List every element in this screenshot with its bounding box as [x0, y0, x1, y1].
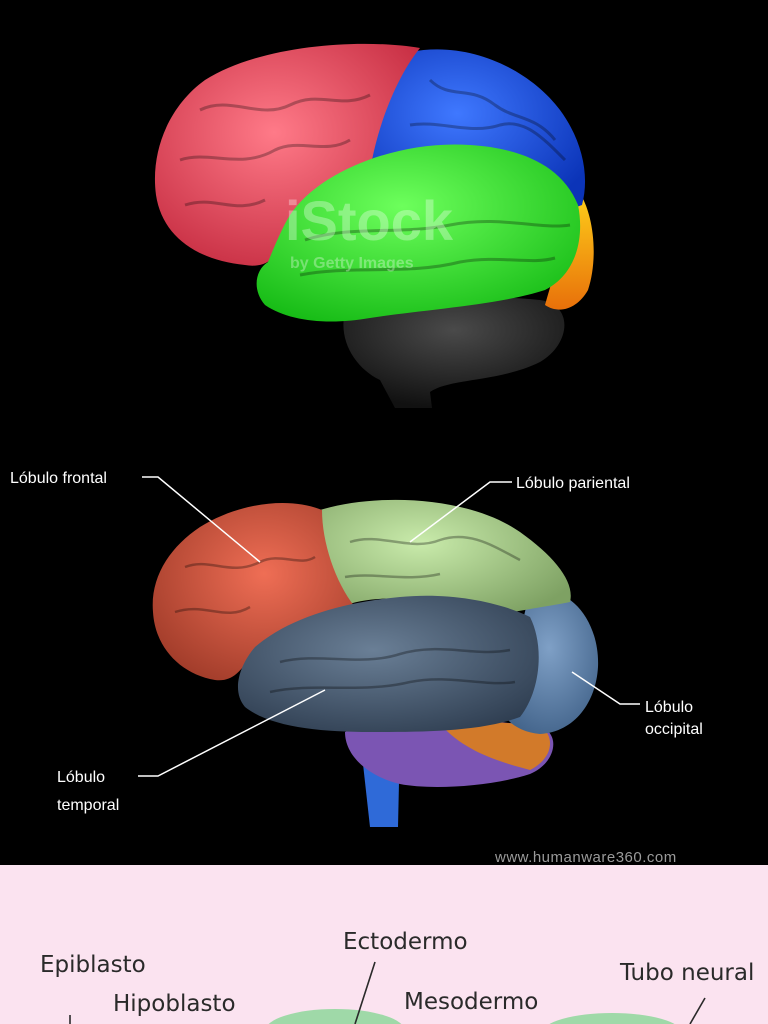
label-tubo-neural: Tubo neural	[619, 960, 754, 986]
label-temporal-lobe-line1: Lóbulo	[57, 769, 105, 786]
label-epiblasto: Epiblasto	[40, 952, 146, 978]
cerebellum-orange-band	[440, 722, 550, 770]
label-ectodermo: Ectodermo	[343, 929, 468, 955]
colored-brain-illustration: iStock by Getty Images	[154, 43, 594, 408]
frontal-lobe-shape	[154, 43, 421, 266]
brain-gyri-lines	[174, 535, 521, 694]
label-pointer-lines	[69, 961, 706, 1024]
embryonic-layers-diagram: Epiblasto Hipoblasto Ectodermo Mesodermo…	[40, 929, 754, 1024]
label-frontal-lobe: Lóbulo frontal	[10, 470, 107, 487]
brain-lobes-labeled-panel: Lóbulo frontal Lóbulo pariental Lóbulo o…	[0, 432, 768, 865]
watermark-subtext: by Getty Images	[290, 255, 414, 272]
brain-sulci-lines	[179, 78, 571, 277]
parietal-lobe-shape	[320, 499, 571, 622]
tissue-layer-right	[549, 1013, 675, 1024]
label-parietal-lobe: Lóbulo pariental	[516, 475, 630, 492]
watermark-text: iStock	[285, 189, 454, 252]
label-occipital-lobe-line2: occipital	[645, 721, 703, 738]
image-credit-text: www.humanware360.com	[494, 849, 677, 865]
temporal-lobe-shape	[256, 144, 581, 322]
label-hipoblasto: Hipoblasto	[113, 991, 236, 1017]
label-leader-lines	[138, 476, 640, 777]
tissue-layer-left	[268, 1009, 402, 1024]
frontal-lobe-shape	[152, 503, 355, 681]
embryonic-layers-panel: Epiblasto Hipoblasto Ectodermo Mesodermo…	[0, 865, 768, 1024]
labeled-brain-diagram: Lóbulo frontal Lóbulo pariental Lóbulo o…	[10, 470, 703, 865]
label-occipital-lobe-line1: Lóbulo	[645, 699, 693, 716]
cerebellum-shape	[343, 296, 565, 408]
label-temporal-lobe-line2: temporal	[57, 797, 119, 814]
label-mesodermo: Mesodermo	[404, 989, 538, 1015]
brain-lobes-colored-panel: iStock by Getty Images	[0, 0, 768, 432]
temporal-lobe-shape	[237, 595, 539, 732]
